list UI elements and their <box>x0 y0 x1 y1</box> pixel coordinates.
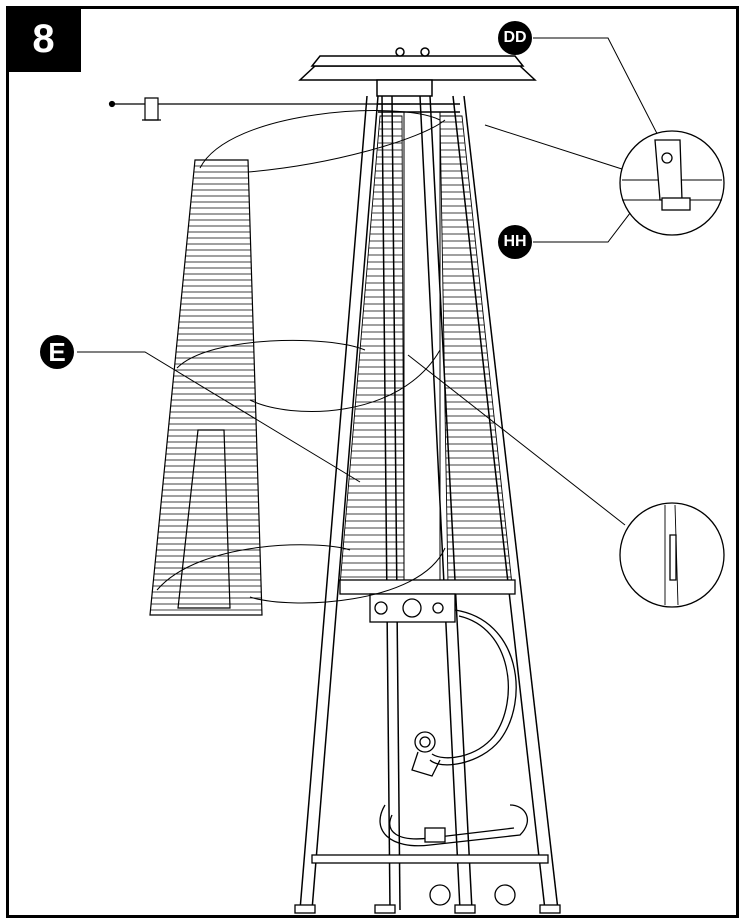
installed-screen-right <box>439 115 513 586</box>
tank-strap <box>379 804 529 847</box>
control-box <box>339 579 516 623</box>
detail-magnifier-top <box>619 130 725 236</box>
callout-hh-label: HH <box>498 225 532 259</box>
detail-magnifier-bottom <box>619 502 725 608</box>
step-number-badge: 8 <box>6 6 81 72</box>
tower-legs <box>299 95 559 911</box>
diagram-frame <box>6 6 739 918</box>
installation-arcs <box>156 110 446 604</box>
callout-e-label: E <box>40 335 74 369</box>
leader-lines <box>77 37 669 526</box>
base-frame <box>294 854 561 914</box>
reflector-hood <box>298 47 537 97</box>
top-bracket-screw <box>108 97 410 121</box>
callout-dd-label: DD <box>498 21 532 55</box>
loose-screen-panel <box>149 159 263 616</box>
gas-hose <box>411 609 517 777</box>
